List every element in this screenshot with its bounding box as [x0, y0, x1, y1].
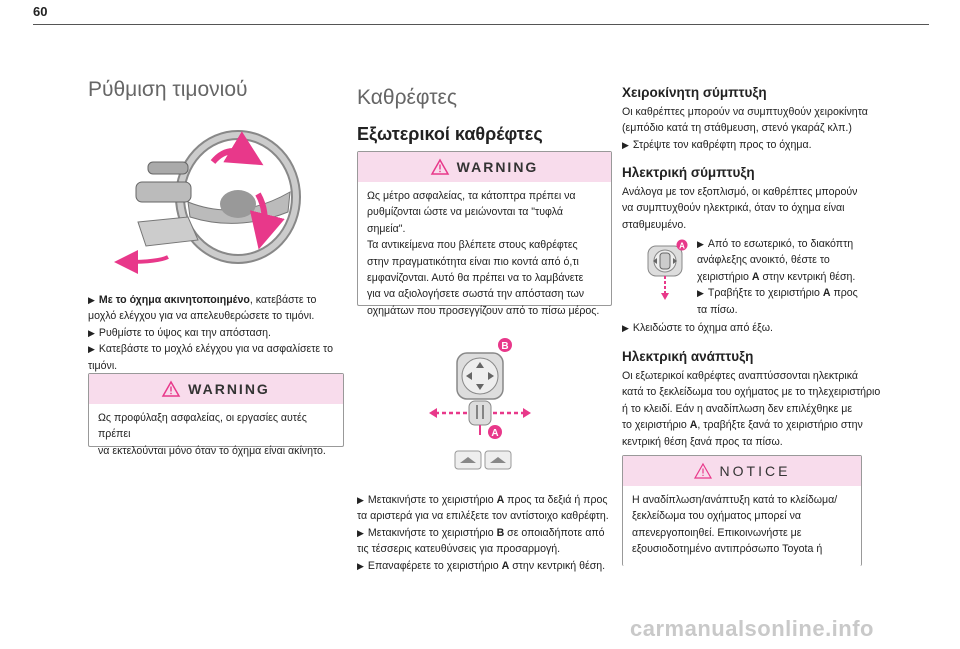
watermark: carmanualsonline.info	[630, 616, 874, 641]
heading-electric-fold: Ηλεκτρική σύμπτυξη	[622, 165, 755, 180]
arrow-bullet-icon: ▶	[622, 139, 629, 150]
instruction-line: ▶Ρυθμίστε το ύψος και την απόσταση.	[88, 326, 271, 339]
warning-line: για να αξιολογήσετε σωστά την απόσταση τ…	[367, 288, 585, 301]
instruction-line: ανάφλεξης ανοικτό, θέστε το	[697, 254, 830, 267]
instruction-line: ▶Από το εσωτερικό, το διακόπτη	[697, 238, 854, 250]
arrow-bullet-icon: ▶	[357, 560, 364, 571]
section-title-steering: Ρύθμιση τιμονιού	[88, 78, 248, 101]
notice-box: NOTICE Η αναδίπλωση/ανάπτυξη κατά το κλε…	[622, 455, 862, 566]
lock-step: ▶Κλειδώστε το όχημα από έξω.	[622, 320, 892, 336]
warning-header: WARNING	[358, 152, 611, 182]
badge-a-label: A	[679, 242, 685, 251]
instruction-line: τις τέσσερις κατευθύνσεις για προσαρμογή…	[357, 543, 561, 556]
section-title-mirrors: Καθρέφτες	[357, 86, 457, 109]
arrow-bullet-icon: ▶	[697, 288, 704, 299]
page-number: 60	[33, 4, 48, 19]
instruction-line: ▶Μετακινήστε το χειριστήριο A προς τα δε…	[357, 494, 608, 506]
instruction-line: μοχλό ελέγχου για να απελευθερώσετε το τ…	[88, 310, 315, 323]
instruction-line: τα αριστερά για να επιλέξετε τον αντίστο…	[357, 510, 609, 523]
arrow-bullet-icon: ▶	[697, 239, 704, 249]
warning-label: WARNING	[188, 381, 270, 397]
warning-header: WARNING	[89, 374, 343, 404]
warning-triangle-icon	[161, 380, 181, 397]
notice-line: ξεκλείδωμα του οχήματος μπορεί να	[632, 510, 802, 523]
instruction-line: ▶Με το όχημα ακινητοποιημένο, κατεβάστε …	[88, 294, 317, 306]
text-line: σταθμευμένο.	[622, 218, 687, 231]
instruction-line: ▶Στρέψτε τον καθρέφτη προς το όχημα.	[622, 138, 812, 151]
steering-instructions: ▶Με το όχημα ακινητοποιημένο, κατεβάστε …	[88, 292, 348, 374]
warning-line: Τα αντικείμενα που βλέπετε στους καθρέφτ…	[367, 239, 578, 252]
instruction-line: ▶Επαναφέρετε το χειριστήριο A στην κεντρ…	[357, 559, 606, 572]
warning-line: οχημάτων που προσεγγίζουν από το πίσω μέ…	[367, 304, 600, 317]
warning-text: Ως μέτρο ασφαλείας, τα κάτοπτρα πρέπει ν…	[358, 182, 611, 325]
text-line: να συμπτυχθούν ηλεκτρικά, όταν το όχημα …	[622, 202, 845, 215]
instruction-line: ▶Κλειδώστε το όχημα από έξω.	[622, 322, 773, 334]
notice-label: NOTICE	[719, 463, 791, 479]
warning-box-steering: WARNING Ως προφύλαξη ασφαλείας, οι εργασ…	[88, 373, 344, 457]
warning-line: στην πραγματικότητα είναι πιο κοντά από …	[367, 255, 579, 268]
warning-label: WARNING	[456, 159, 539, 175]
notice-line: εξουσιοδοτημένο αντιπρόσωπο Toyota ή	[632, 543, 823, 556]
steering-wheel-illustration	[114, 130, 301, 274]
electric-unfold-text: Οι εξωτερικοί καθρέφτες αναπτύσσονται ηλ…	[622, 368, 902, 450]
manual-fold-text: Οι καθρέπτες μπορούν να συμπτυχθούν χειρ…	[622, 104, 892, 153]
subtitle-outside-mirrors: Εξωτερικοί καθρέφτες	[357, 124, 543, 144]
warning-line: Ως προφύλαξη ασφαλείας, οι εργασίες αυτέ…	[98, 412, 307, 441]
mirror-switch-illustration: B A	[429, 338, 531, 470]
instruction-line: ▶Μετακινήστε το χειριστήριο B σε οποιαδή…	[357, 526, 605, 539]
arrow-bullet-icon: ▶	[357, 495, 364, 505]
electric-fold-steps: ▶Από το εσωτερικό, το διακόπτη ανάφλεξης…	[697, 236, 897, 318]
electric-fold-text: Ανάλογα με τον εξοπλισμό, οι καθρέπτες μ…	[622, 184, 892, 233]
instruction-line: χειριστήριο A στην κεντρική θέση.	[697, 270, 856, 283]
badge-a-label: A	[491, 428, 498, 439]
heading-manual-fold: Χειροκίνητη σύμπτυξη	[622, 85, 767, 100]
warning-line: ρυθμίζονται ώστε να μειώνονται τα "τυφλά…	[367, 206, 563, 235]
warning-line: εμφανίζονται. Αυτό θα πρέπει να το λαμβά…	[367, 272, 584, 285]
header-rule	[33, 24, 929, 25]
fold-switch-illustration: A	[647, 239, 688, 300]
badge-b-label: B	[501, 341, 508, 352]
arrow-bullet-icon: ▶	[622, 323, 629, 333]
instruction-line: τα πίσω.	[697, 303, 738, 316]
text-line: ή το κλειδί. Εάν η αναδίπλωση δεν επιλέχ…	[622, 402, 853, 415]
notice-triangle-icon	[693, 462, 712, 479]
text-line: Οι εξωτερικοί καθρέφτες αναπτύσσονται ηλ…	[622, 370, 858, 382]
notice-header: NOTICE	[623, 456, 861, 486]
instruction-line: ▶Κατεβάστε το μοχλό ελέγχου για να ασφαλ…	[88, 343, 333, 356]
arrow-bullet-icon: ▶	[88, 327, 95, 338]
notice-text: Η αναδίπλωση/ανάπτυξη κατά το κλείδωμα/ …	[623, 486, 861, 564]
text-line: Οι καθρέπτες μπορούν να συμπτυχθούν χειρ…	[622, 106, 868, 118]
mirror-adjust-instructions: ▶Μετακινήστε το χειριστήριο A προς τα δε…	[357, 492, 617, 574]
warning-line: Ως μέτρο ασφαλείας, τα κάτοπτρα πρέπει ν…	[367, 190, 576, 202]
notice-line: Η αναδίπλωση/ανάπτυξη κατά το κλείδωμα/	[632, 494, 838, 506]
instruction-line: τιμόνι.	[88, 359, 118, 372]
text-line: (εμπόδιο κατά τη στάθμευση, στενό γκαράζ…	[622, 122, 852, 135]
warning-triangle-icon	[430, 158, 449, 175]
arrow-bullet-icon: ▶	[88, 344, 95, 355]
warning-text: Ως προφύλαξη ασφαλείας, οι εργασίες αυτέ…	[89, 404, 343, 465]
warning-line: να εκτελούνται μόνο όταν το όχημα είναι …	[98, 444, 326, 457]
arrow-bullet-icon: ▶	[88, 295, 95, 305]
text-line: Ανάλογα με τον εξοπλισμό, οι καθρέπτες μ…	[622, 186, 858, 198]
text-line: το χειριστήριο A, τραβήξτε ξανά το χειρι…	[622, 419, 863, 432]
text-line: κεντρική θέση ξανά προς τα πίσω.	[622, 435, 783, 448]
instruction-line: ▶Τραβήξτε το χειριστήριο A προς	[697, 287, 858, 300]
notice-line: απενεργοποιηθεί. Επικοινωνήστε με	[632, 526, 802, 539]
heading-electric-unfold: Ηλεκτρική ανάπτυξη	[622, 349, 754, 364]
warning-box-mirrors: WARNING Ως μέτρο ασφαλείας, τα κάτοπτρα …	[357, 151, 612, 317]
text-line: κατά το ξεκλείδωμα του οχήματος με το τη…	[622, 386, 881, 399]
arrow-bullet-icon: ▶	[357, 527, 364, 538]
